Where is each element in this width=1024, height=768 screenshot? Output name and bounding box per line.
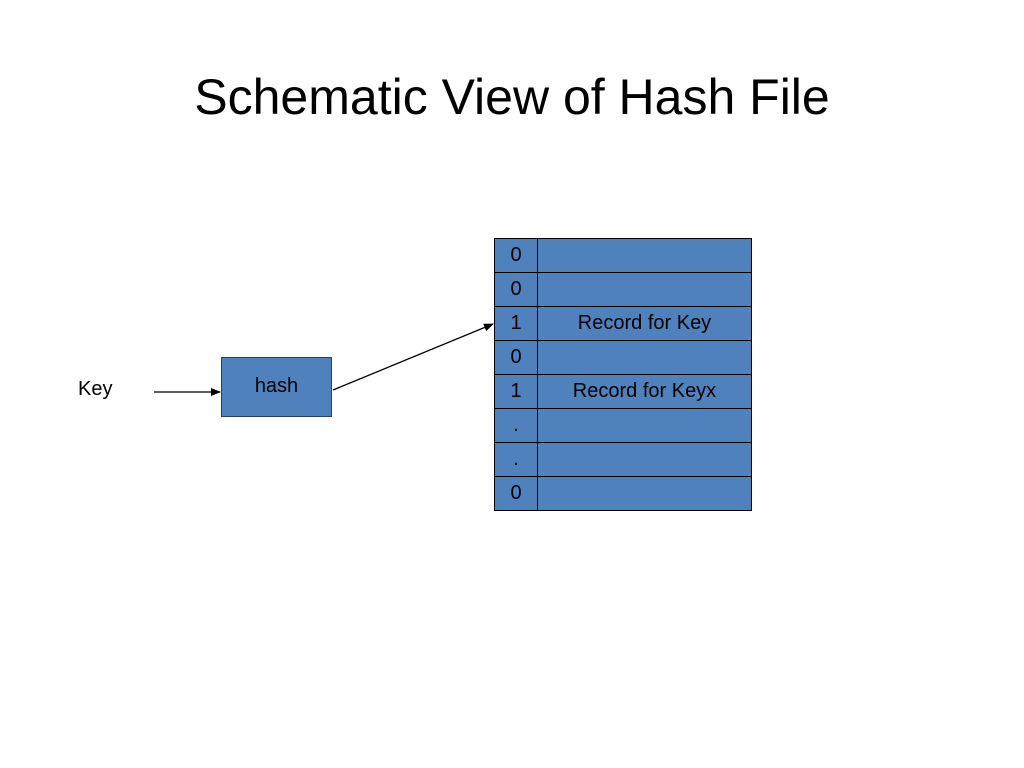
table-row: 0: [494, 238, 752, 273]
record-cell: Record for Keyx: [537, 374, 752, 409]
table-row: 0: [494, 340, 752, 375]
record-cell: [537, 476, 752, 511]
record-cell: [537, 340, 752, 375]
occupancy-bit-cell: 0: [494, 476, 538, 511]
occupancy-bit-cell: .: [494, 408, 538, 443]
occupancy-bit-cell: .: [494, 442, 538, 477]
hash-function-label: hash: [254, 374, 299, 397]
table-row: 0: [494, 476, 752, 511]
hash-function-box: hash: [221, 357, 332, 417]
occupancy-bit-cell: 0: [494, 238, 538, 273]
key-label: Key: [78, 378, 113, 400]
record-cell: [537, 238, 752, 273]
record-cell: [537, 272, 752, 307]
slide-title: Schematic View of Hash File: [194, 69, 830, 125]
occupancy-bit-cell: 1: [494, 374, 538, 409]
record-cell: Record for Key: [537, 306, 752, 341]
record-cell: [537, 442, 752, 477]
occupancy-bit-cell: 1: [494, 306, 538, 341]
occupancy-bit-cell: 0: [494, 340, 538, 375]
table-row: .: [494, 408, 752, 443]
occupancy-bit-cell: 0: [494, 272, 538, 307]
table-row: 0: [494, 272, 752, 307]
table-row: .: [494, 442, 752, 477]
record-cell: [537, 408, 752, 443]
hash-to-table-arrow: [332, 323, 494, 391]
